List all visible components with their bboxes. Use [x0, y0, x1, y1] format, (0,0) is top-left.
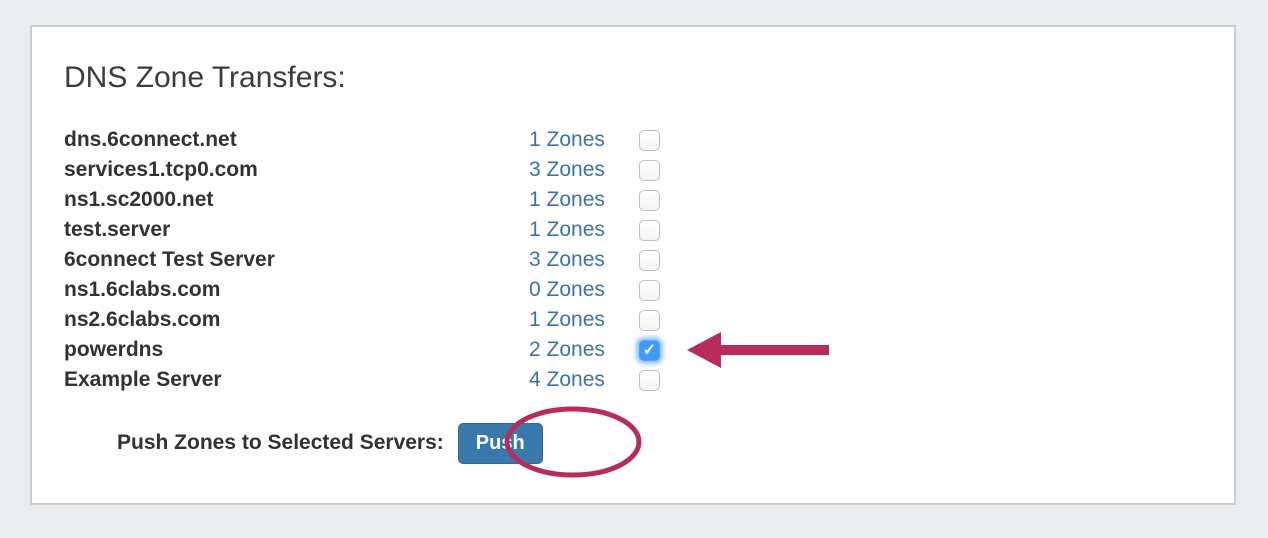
push-label: Push Zones to Selected Servers:	[117, 431, 444, 454]
zone-count-link[interactable]: 4 Zones	[529, 368, 605, 391]
server-name: 6connect Test Server	[64, 248, 275, 271]
zone-checkbox[interactable]: ✓	[639, 339, 660, 361]
zone-checkbox[interactable]: ✓	[639, 159, 660, 181]
page-title: DNS Zone Transfers:	[64, 61, 346, 94]
server-name: dns.6connect.net	[64, 128, 237, 151]
server-row: ns1.6clabs.com 0 Zones ✓	[64, 275, 1234, 305]
server-row: 6connect Test Server 3 Zones ✓	[64, 245, 1234, 275]
server-row: ns2.6clabs.com 1 Zones ✓	[64, 305, 1234, 335]
zone-count-link[interactable]: 2 Zones	[529, 338, 605, 361]
server-name: ns1.sc2000.net	[64, 188, 214, 211]
server-name: powerdns	[64, 338, 164, 361]
push-row: Push Zones to Selected Servers: Push	[117, 406, 1234, 478]
checkmark-icon: ✓	[642, 341, 657, 359]
zone-checkbox[interactable]: ✓	[639, 219, 660, 241]
dns-zone-transfers-panel: DNS Zone Transfers: dns.6connect.net 1 Z…	[30, 25, 1236, 505]
server-name: ns2.6clabs.com	[64, 308, 221, 331]
zone-count-link[interactable]: 1 Zones	[529, 188, 605, 211]
zone-checkbox[interactable]: ✓	[639, 249, 660, 271]
zone-count-link[interactable]: 1 Zones	[529, 308, 605, 331]
zone-checkbox[interactable]: ✓	[639, 129, 660, 151]
server-name: services1.tcp0.com	[64, 158, 258, 181]
zone-count-link[interactable]: 1 Zones	[529, 218, 605, 241]
server-row: test.server 1 Zones ✓	[64, 215, 1234, 245]
push-button[interactable]: Push	[457, 422, 543, 464]
zone-count-link[interactable]: 3 Zones	[529, 158, 605, 181]
zone-checkbox[interactable]: ✓	[639, 279, 660, 301]
server-row: ns1.sc2000.net 1 Zones ✓	[64, 185, 1234, 215]
zone-checkbox[interactable]: ✓	[639, 309, 660, 331]
annotation-arrow-icon	[687, 332, 829, 368]
server-name: Example Server	[64, 368, 222, 391]
server-row-powerdns: powerdns 2 Zones ✓	[64, 332, 1234, 368]
arrow-shape	[687, 332, 829, 368]
server-row: dns.6connect.net 1 Zones ✓	[64, 125, 1234, 155]
server-name: ns1.6clabs.com	[64, 278, 221, 301]
zone-count-link[interactable]: 0 Zones	[529, 278, 605, 301]
zone-checkbox[interactable]: ✓	[639, 189, 660, 211]
zone-count-link[interactable]: 1 Zones	[529, 128, 605, 151]
server-list: dns.6connect.net 1 Zones ✓ services1.tcp…	[64, 125, 1234, 395]
server-name: test.server	[64, 218, 171, 241]
zone-count-link[interactable]: 3 Zones	[529, 248, 605, 271]
server-row: Example Server 4 Zones ✓	[64, 365, 1234, 395]
server-row: services1.tcp0.com 3 Zones ✓	[64, 155, 1234, 185]
zone-checkbox[interactable]: ✓	[639, 369, 660, 391]
